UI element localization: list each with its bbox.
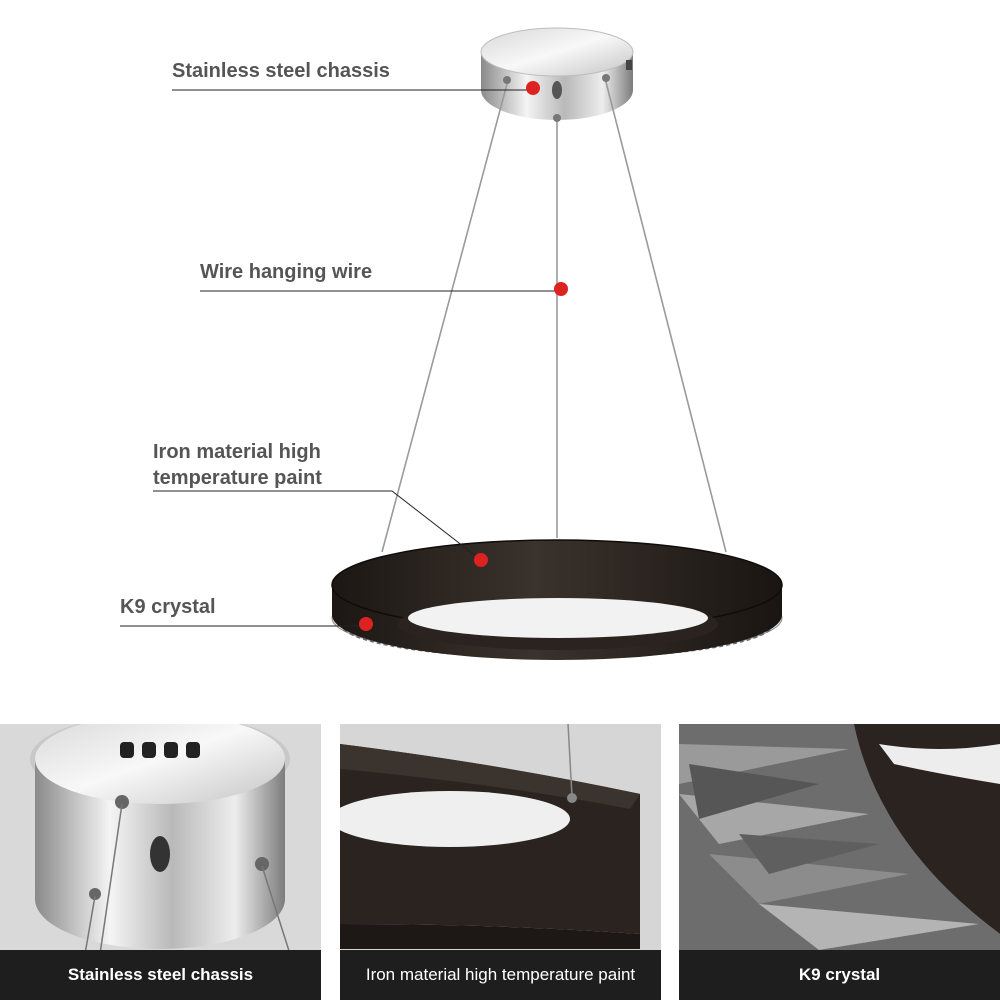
callout-wire-label: Wire hanging wire xyxy=(200,261,373,283)
marker-iron xyxy=(474,553,488,567)
callout-chassis-label: Stainless steel chassis xyxy=(172,60,390,82)
detail-panel-iron: Iron material high temperature paint xyxy=(340,724,661,1000)
caption-chassis: Stainless steel chassis xyxy=(0,950,321,1000)
detail-panel-chassis: Stainless steel chassis xyxy=(0,724,321,1000)
marker-crystal xyxy=(359,617,373,631)
callout-iron-label-line2: temperature paint xyxy=(153,467,322,489)
callout-iron-label-line1: Iron material high xyxy=(153,441,321,463)
canopy xyxy=(480,27,634,122)
caption-iron: Iron material high temperature paint xyxy=(340,950,661,1000)
leader-lines xyxy=(120,89,561,627)
detail-panel-crystal: K9 crystal xyxy=(679,724,1000,1000)
pendant-light-illustration xyxy=(120,27,783,660)
callout-crystal-label: K9 crystal xyxy=(120,596,216,618)
marker-wire xyxy=(554,282,568,296)
ring-fixture xyxy=(331,539,783,660)
marker-chassis xyxy=(526,81,540,95)
crystal-closeup-image xyxy=(679,724,1000,1000)
hanging-wires xyxy=(381,81,727,553)
caption-crystal: K9 crystal xyxy=(679,950,1000,1000)
